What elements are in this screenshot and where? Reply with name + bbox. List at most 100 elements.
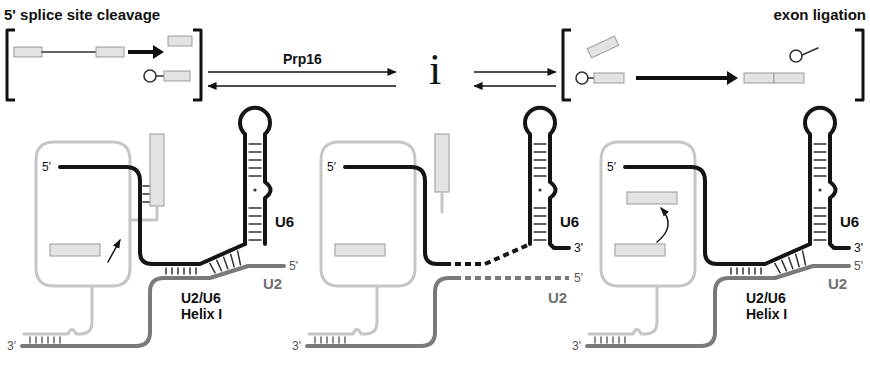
base-pair-tick bbox=[748, 268, 750, 274]
base-pair-tick bbox=[814, 143, 826, 145]
exon-box bbox=[774, 73, 804, 83]
lariat-tail bbox=[588, 77, 594, 79]
bracket bbox=[193, 30, 201, 100]
lariat-loop bbox=[576, 72, 588, 84]
base-pair-tick bbox=[534, 207, 546, 209]
bracket-contents bbox=[7, 30, 201, 100]
strand-end-label: 3' bbox=[6, 339, 17, 353]
base-pair-tick bbox=[171, 268, 173, 274]
base-pair-tick bbox=[231, 254, 234, 267]
u2-strand bbox=[22, 266, 284, 346]
bracket bbox=[855, 30, 863, 100]
spliceosome-panel bbox=[307, 108, 569, 346]
snrna-name: U6 bbox=[839, 213, 860, 230]
exon-box bbox=[435, 134, 449, 192]
reaction-bracket: 5' splice site cleavage bbox=[4, 6, 204, 102]
strand-end-label: 5' bbox=[606, 160, 617, 174]
snrna-name: U2 bbox=[547, 289, 568, 306]
base-pair-tick bbox=[814, 207, 826, 209]
base-pair-tick bbox=[210, 263, 215, 272]
bracket-contents bbox=[563, 30, 863, 100]
u2-strand bbox=[307, 278, 455, 346]
attack-arrow bbox=[657, 208, 668, 242]
equilibrium-arrow bbox=[208, 85, 396, 87]
intron-line bbox=[42, 51, 96, 53]
reaction-arrowhead bbox=[727, 71, 738, 85]
base-pair-tick bbox=[189, 268, 191, 274]
base-pair-tick bbox=[249, 223, 261, 225]
u2-strand bbox=[587, 266, 849, 346]
equilibrium-arrow bbox=[208, 71, 396, 73]
base-pair-tick bbox=[29, 337, 31, 343]
base-pair-tick bbox=[814, 151, 826, 153]
base-pair-tick bbox=[195, 268, 197, 274]
helix-label: U2/U6 Helix I bbox=[745, 290, 805, 322]
base-pair-tick bbox=[814, 231, 826, 233]
strand-end-label: 3' bbox=[571, 339, 582, 353]
u6-strand bbox=[445, 244, 530, 264]
strand-end-label: 3' bbox=[291, 339, 302, 353]
base-pair-tick bbox=[789, 257, 793, 268]
bulge-dot bbox=[253, 188, 256, 191]
strand-end-label: 3' bbox=[853, 241, 864, 255]
base-pair-tick bbox=[814, 223, 826, 225]
base-pair-tick bbox=[600, 337, 602, 343]
base-pair-tick bbox=[143, 185, 149, 187]
intron-line bbox=[441, 192, 444, 212]
exon-box bbox=[164, 71, 190, 81]
u2-strand bbox=[455, 276, 569, 280]
intron-loop bbox=[36, 142, 130, 286]
base-pair-tick bbox=[332, 337, 334, 343]
base-pair-tick bbox=[41, 337, 43, 343]
snrna-name: U6 bbox=[274, 213, 295, 230]
u6-strand bbox=[60, 167, 245, 264]
base-pair-tick bbox=[796, 254, 799, 267]
base-pair-tick bbox=[618, 337, 620, 343]
strand-end-label: 5' bbox=[326, 160, 337, 174]
exon-box bbox=[615, 244, 665, 256]
attack-arrow bbox=[108, 240, 120, 262]
base-pair-tick bbox=[338, 337, 340, 343]
base-pair-tick bbox=[814, 159, 826, 161]
bulge-dot bbox=[818, 188, 821, 191]
base-pair-tick bbox=[534, 223, 546, 225]
base-pair-tick bbox=[344, 337, 346, 343]
base-pair-tick bbox=[183, 268, 185, 274]
base-pair-tick bbox=[177, 268, 179, 274]
base-pair-tick bbox=[47, 337, 49, 343]
base-pair-tick bbox=[249, 231, 261, 233]
base-pair-tick bbox=[534, 231, 546, 233]
base-pair-tick bbox=[143, 201, 149, 203]
reaction-title: 5' splice site cleavage bbox=[4, 6, 204, 23]
helix-label: U2/U6 Helix I bbox=[180, 290, 240, 322]
strand-end-label: 3' bbox=[573, 241, 584, 255]
bulge-dot bbox=[538, 188, 541, 191]
base-pair-tick bbox=[606, 337, 608, 343]
base-pair-tick bbox=[534, 167, 546, 169]
base-pair-tick bbox=[249, 159, 261, 161]
base-pair-tick bbox=[534, 215, 546, 217]
base-pair-tick bbox=[249, 207, 261, 209]
reaction-arrow bbox=[636, 76, 729, 80]
strand-end-label: 5' bbox=[853, 259, 864, 273]
equilibrium-arrow bbox=[474, 85, 556, 87]
intron-line bbox=[130, 206, 157, 220]
strand-end-label: 5' bbox=[573, 271, 584, 285]
base-pair-tick bbox=[814, 215, 826, 217]
intron-loop bbox=[601, 142, 695, 286]
base-pair-tick bbox=[754, 268, 756, 274]
base-pair-tick bbox=[165, 268, 167, 274]
base-pair-tick bbox=[742, 268, 744, 274]
base-pair-tick bbox=[249, 143, 261, 145]
base-pair-tick bbox=[249, 167, 261, 169]
base-pair-tick bbox=[59, 337, 61, 343]
exon-box bbox=[744, 73, 774, 83]
bracket bbox=[7, 30, 15, 100]
strand-end-label: 5' bbox=[288, 259, 299, 273]
base-pair-tick bbox=[249, 151, 261, 153]
base-pair-tick bbox=[814, 239, 826, 241]
exon-box bbox=[587, 36, 618, 58]
intermediate-node: i bbox=[400, 44, 470, 95]
base-pair-tick bbox=[775, 263, 780, 272]
